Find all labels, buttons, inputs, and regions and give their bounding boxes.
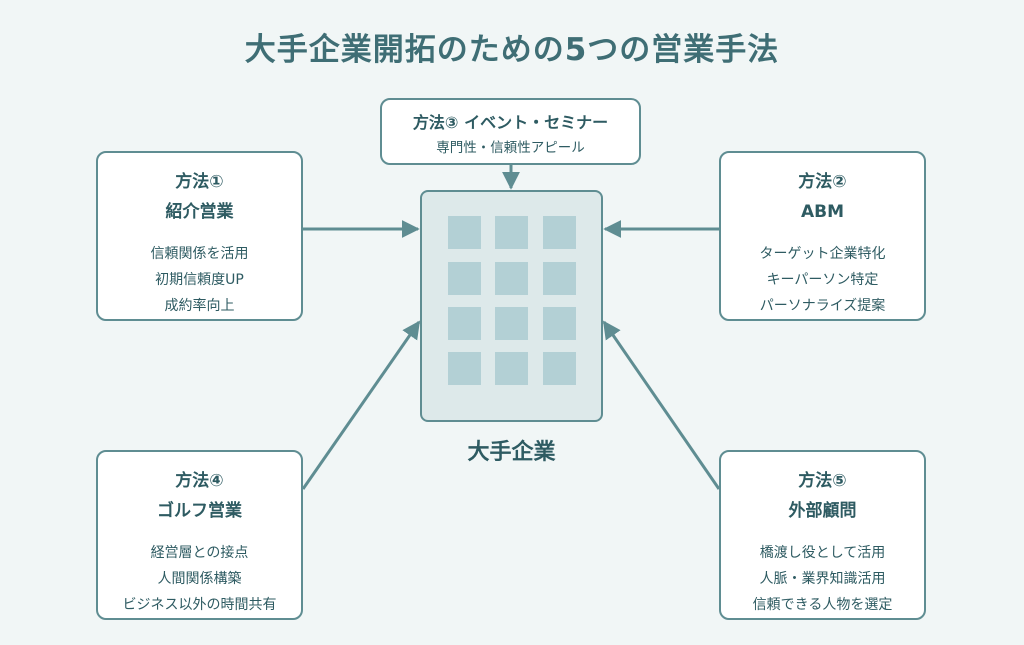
building-window [543, 307, 576, 340]
building-window [495, 216, 528, 249]
method-5-point: 人脈・業界知識活用 [759, 571, 886, 587]
method-3-heading: 方法③ [412, 113, 459, 132]
method-2-box: 方法② ABM ターゲット企業特化 キーパーソン特定 パーソナライズ提案 [719, 151, 926, 321]
method-5-point: 信頼できる人物を選定 [752, 597, 893, 613]
method-4-heading: 方法④ [175, 471, 224, 491]
method-5-name: 外部顧問 [788, 501, 857, 521]
method-1-point: 信頼関係を活用 [150, 246, 249, 262]
building-window [495, 307, 528, 340]
building-window [543, 352, 576, 385]
arrow-method-4 [301, 320, 421, 490]
method-3-box: 方法③ イベント・セミナー 専門性・信頼性アピール [380, 98, 641, 165]
building-window [448, 352, 481, 385]
building-window [543, 216, 576, 249]
method-3-title: 方法③ イベント・セミナー [382, 110, 639, 136]
method-1-box: 方法① 紹介営業 信頼関係を活用 初期信頼度UP 成約率向上 [96, 151, 303, 321]
method-1-point: 初期信頼度UP [155, 272, 244, 288]
method-5-heading: 方法⑤ [798, 471, 847, 491]
method-2-heading: 方法② [798, 172, 847, 192]
method-3-point: 専門性・信頼性アピール [436, 140, 585, 156]
method-1-name: 紹介営業 [165, 202, 234, 222]
method-2-point: ターゲット企業特化 [759, 246, 886, 262]
building-window [448, 216, 481, 249]
method-4-point: 経営層との接点 [150, 545, 249, 561]
building-window [448, 307, 481, 340]
arrow-method-5 [602, 320, 721, 490]
method-2-point: キーパーソン特定 [766, 272, 879, 288]
method-5-point: 橋渡し役として活用 [759, 545, 886, 561]
building-window [543, 262, 576, 295]
method-3-name: イベント・セミナー [464, 113, 609, 132]
building-window [448, 262, 481, 295]
method-2-point: パーソナライズ提案 [759, 298, 886, 314]
enterprise-building-icon [420, 190, 603, 422]
building-window [495, 262, 528, 295]
building-window [495, 352, 528, 385]
method-1-heading: 方法① [175, 172, 224, 192]
method-5-box: 方法⑤ 外部顧問 橋渡し役として活用 人脈・業界知識活用 信頼できる人物を選定 [719, 450, 926, 620]
center-label: 大手企業 [467, 440, 556, 465]
page-title: 大手企業開拓のための5つの営業手法 [244, 32, 780, 68]
method-4-name: ゴルフ営業 [157, 501, 242, 521]
method-1-point: 成約率向上 [164, 298, 235, 314]
method-4-point: 人間関係構築 [157, 571, 242, 587]
method-2-name: ABM [800, 202, 845, 222]
method-4-box: 方法④ ゴルフ営業 経営層との接点 人間関係構築 ビジネス以外の時間共有 [96, 450, 303, 620]
method-4-point: ビジネス以外の時間共有 [122, 597, 277, 613]
